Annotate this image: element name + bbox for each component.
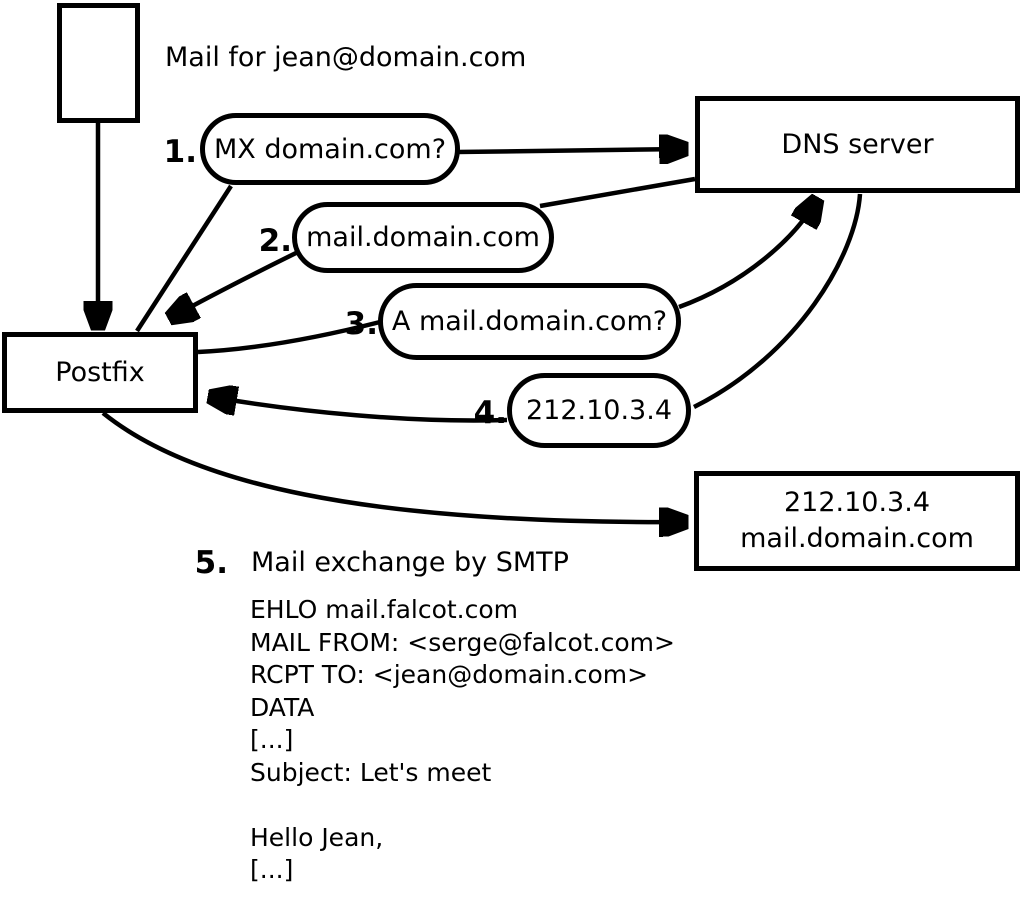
arrow-step4-answer-to-postfix bbox=[212, 397, 508, 423]
step5-label: Mail exchange by SMTP bbox=[251, 547, 569, 578]
step3-number: 3. bbox=[344, 306, 378, 342]
step1-query-pill: MX domain.com? bbox=[200, 113, 460, 185]
line-dns-to-step4-pill bbox=[692, 193, 863, 410]
arrow-step3-query-to-dns bbox=[678, 201, 816, 310]
mail-heading: Mail for jean@domain.com bbox=[165, 42, 527, 73]
mail-server-box: 212.10.3.4 mail.domain.com bbox=[694, 471, 1020, 571]
line-postfix-to-step3-pill bbox=[197, 319, 381, 355]
line-dns-to-step2-pill bbox=[539, 176, 696, 209]
postfix-box: Postfix bbox=[2, 332, 198, 413]
mail-server-ip: 212.10.3.4 bbox=[784, 487, 930, 518]
step5-number: 5. bbox=[194, 545, 228, 581]
arrow-step5-smtp-to-mailserver bbox=[101, 411, 684, 522]
arrow-step2-answer-to-postfix bbox=[172, 250, 297, 317]
step2-number: 2. bbox=[258, 223, 292, 259]
smtp-session-text: EHLO mail.falcot.com MAIL FROM: <serge@f… bbox=[250, 595, 675, 884]
mail-message-box bbox=[57, 3, 140, 123]
step4-number: 4. bbox=[473, 395, 507, 431]
arrow-step1-query-to-dns bbox=[456, 149, 684, 152]
step3-query-pill: A mail.domain.com? bbox=[378, 283, 681, 360]
step4-answer-pill: 212.10.3.4 bbox=[507, 373, 691, 448]
line-step1-pill-to-postfix bbox=[135, 184, 233, 333]
mail-server-hostname: mail.domain.com bbox=[740, 523, 974, 554]
step2-answer-pill: mail.domain.com bbox=[292, 202, 554, 273]
dns-server-box: DNS server bbox=[695, 96, 1020, 193]
step1-number: 1. bbox=[163, 134, 197, 170]
